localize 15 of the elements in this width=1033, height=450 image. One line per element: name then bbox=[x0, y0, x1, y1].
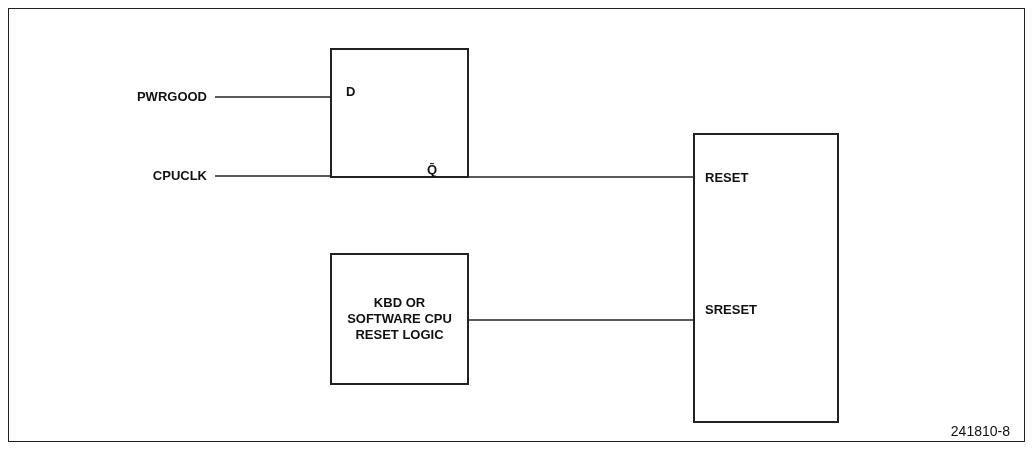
pin-label: D bbox=[346, 84, 356, 99]
reset-logic-box bbox=[330, 253, 469, 385]
signal-label: PWRGOOD bbox=[136, 89, 207, 104]
signal-line bbox=[214, 175, 331, 177]
flip-flop-box bbox=[330, 48, 469, 178]
figure-number: 241810-8 bbox=[950, 423, 1010, 439]
signal-line bbox=[468, 176, 694, 178]
signal-line bbox=[214, 96, 331, 98]
pin-label: SRESET bbox=[705, 302, 757, 317]
cpu-box bbox=[693, 133, 839, 423]
pin-label: Q̄ bbox=[427, 162, 438, 177]
signal-label: CPUCLK bbox=[152, 168, 207, 183]
block-label: KBD OR SOFTWARE CPU RESET LOGIC bbox=[346, 295, 453, 343]
pin-label: RESET bbox=[705, 170, 749, 185]
signal-line bbox=[468, 319, 694, 321]
